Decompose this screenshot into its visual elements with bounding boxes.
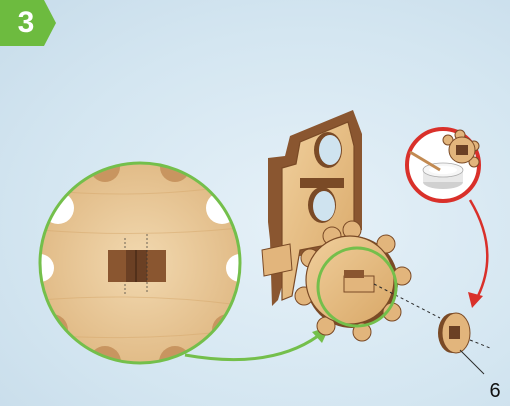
part-6-spacer <box>438 313 490 374</box>
step-number: 3 <box>8 3 44 43</box>
part-number-label: 6 <box>484 378 506 404</box>
tooth-gap-shaded <box>212 314 244 346</box>
step-badge: 3 <box>0 0 60 46</box>
tooth-gap-shaded <box>36 314 68 346</box>
glue-pot-icon <box>407 129 479 201</box>
red-arrow-icon <box>468 200 487 308</box>
zoom-detail <box>26 152 254 378</box>
